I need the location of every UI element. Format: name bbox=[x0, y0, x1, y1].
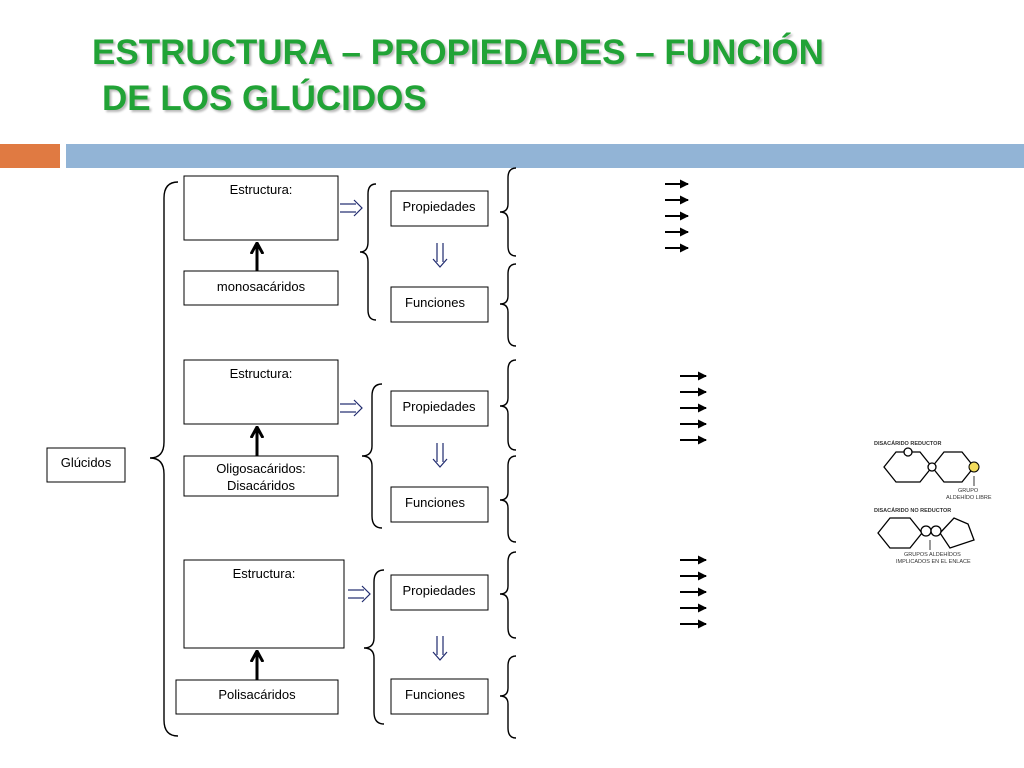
structure-label-2: Estructura: bbox=[230, 366, 293, 381]
down-implies-arrow-1 bbox=[432, 243, 448, 268]
main-brace bbox=[149, 181, 179, 737]
nonreducing-ring-2 bbox=[939, 517, 975, 549]
type-box-3 bbox=[175, 679, 339, 715]
group-polisacaridos: Estructura: Polisacáridos Propiedades Fu… bbox=[175, 551, 707, 739]
implies-arrow-2 bbox=[340, 399, 363, 417]
title-line-1: ESTRUCTURA – PROPIEDADES – FUNCIÓN bbox=[92, 33, 824, 72]
structure-label-3: Estructura: bbox=[233, 566, 296, 581]
implies-arrow-1 bbox=[340, 199, 363, 217]
group-oligosacaridos: Estructura: Oligosacáridos: Disacáridos … bbox=[183, 359, 707, 543]
functions-box-3 bbox=[390, 678, 489, 715]
property-arrows-1 bbox=[665, 179, 689, 253]
slide-title: ESTRUCTURA – PROPIEDADES – FUNCIÓN DE LO… bbox=[92, 30, 824, 122]
property-arrows-2 bbox=[680, 371, 707, 445]
property-arrows-3 bbox=[680, 555, 707, 629]
type-label-1: monosacáridos bbox=[217, 279, 306, 294]
functions-label-2: Funciones bbox=[405, 495, 465, 510]
properties-label-3: Propiedades bbox=[403, 583, 476, 598]
reducing-note-1: GRUPO bbox=[958, 488, 979, 494]
properties-brace-3 bbox=[499, 551, 517, 639]
properties-box-2 bbox=[390, 390, 489, 427]
nonreducing-ring-1 bbox=[877, 517, 923, 549]
type-box-2 bbox=[183, 455, 339, 497]
reducing-title: DISACÁRIDO REDUCTOR bbox=[874, 440, 941, 447]
reducing-dot-2 bbox=[927, 462, 937, 472]
properties-label-1: Propiedades bbox=[403, 199, 476, 214]
sub-brace-2 bbox=[361, 383, 383, 529]
structure-label-1: Estructura: bbox=[230, 182, 293, 197]
structure-box-1 bbox=[183, 175, 339, 241]
nonreducing-note-1: GRUPOS ALDEHÍDOS bbox=[904, 551, 961, 558]
free-aldehyde-dot bbox=[968, 461, 980, 473]
title-line-2: DE LOS GLÚCIDOS bbox=[102, 79, 427, 118]
accent-bar-blue bbox=[66, 144, 1024, 168]
sub-brace-1 bbox=[359, 183, 377, 321]
properties-brace-1 bbox=[499, 167, 517, 257]
group-monosacaridos: Estructura: monosacáridos Propiedades Fu… bbox=[183, 167, 689, 347]
nonreducing-dot-1 bbox=[920, 525, 932, 537]
functions-box-1 bbox=[390, 286, 489, 323]
nonreducing-title: DISACÁRIDO NO REDUCTOR bbox=[874, 507, 951, 514]
type-label-2b: Disacáridos bbox=[227, 478, 295, 493]
type-label-2a: Oligosacáridos: bbox=[216, 461, 306, 476]
functions-label-3: Funciones bbox=[405, 687, 465, 702]
functions-brace-3 bbox=[499, 655, 517, 739]
type-label-3: Polisacáridos bbox=[218, 687, 296, 702]
sub-brace-3 bbox=[363, 569, 385, 725]
properties-box-1 bbox=[390, 190, 489, 227]
glucidos-label: Glúcidos bbox=[61, 455, 112, 470]
reducing-dot-1 bbox=[903, 447, 913, 457]
implies-arrow-3 bbox=[348, 585, 371, 603]
structure-box-2 bbox=[183, 359, 339, 425]
functions-box-2 bbox=[390, 486, 489, 523]
properties-box-3 bbox=[390, 574, 489, 611]
functions-brace-1 bbox=[499, 263, 517, 347]
reducing-note-2: ALDEHÍDO LIBRE bbox=[946, 494, 992, 501]
glucidos-box bbox=[46, 447, 126, 483]
accent-bar-orange bbox=[0, 144, 60, 168]
nonreducing-dot-2 bbox=[930, 525, 942, 537]
functions-label-1: Funciones bbox=[405, 295, 465, 310]
down-implies-arrow-3 bbox=[432, 636, 448, 661]
functions-brace-2 bbox=[499, 455, 517, 543]
disaccharide-figure: DISACÁRIDO REDUCTOR GRUPO ALDEHÍDO LIBRE… bbox=[874, 440, 992, 565]
properties-brace-2 bbox=[499, 359, 517, 451]
reducing-ring-2 bbox=[931, 451, 975, 483]
nonreducing-note-2: IMPLICADOS EN EL ENLACE bbox=[896, 559, 971, 565]
down-implies-arrow-2 bbox=[432, 443, 448, 468]
structure-box-3 bbox=[183, 559, 345, 649]
type-box-1 bbox=[183, 270, 339, 306]
properties-label-2: Propiedades bbox=[403, 399, 476, 414]
